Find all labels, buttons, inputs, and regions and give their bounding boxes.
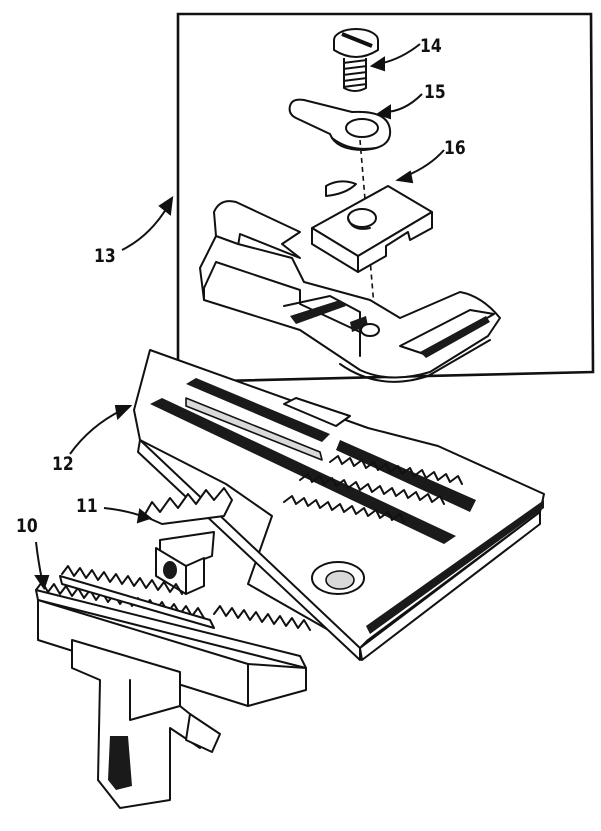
throat-plate-part-12 xyxy=(133,349,545,661)
callout-12: 12 xyxy=(52,454,74,476)
leader-arrows xyxy=(34,43,445,591)
feed-dog-part-10 xyxy=(35,565,311,809)
screw-part-14 xyxy=(333,28,379,92)
callout-14: 14 xyxy=(420,36,442,58)
feed-block-part-11 xyxy=(143,487,233,595)
callout-13: 13 xyxy=(94,246,116,268)
callout-15: 15 xyxy=(424,82,446,104)
block-part-16 xyxy=(311,180,433,273)
callout-16: 16 xyxy=(444,138,466,160)
assembly-axis xyxy=(359,139,377,331)
washer-part-15 xyxy=(288,98,392,151)
callout-10: 10 xyxy=(16,516,38,538)
callout-11: 11 xyxy=(76,496,98,518)
presser-foot-part-13 xyxy=(199,200,501,383)
